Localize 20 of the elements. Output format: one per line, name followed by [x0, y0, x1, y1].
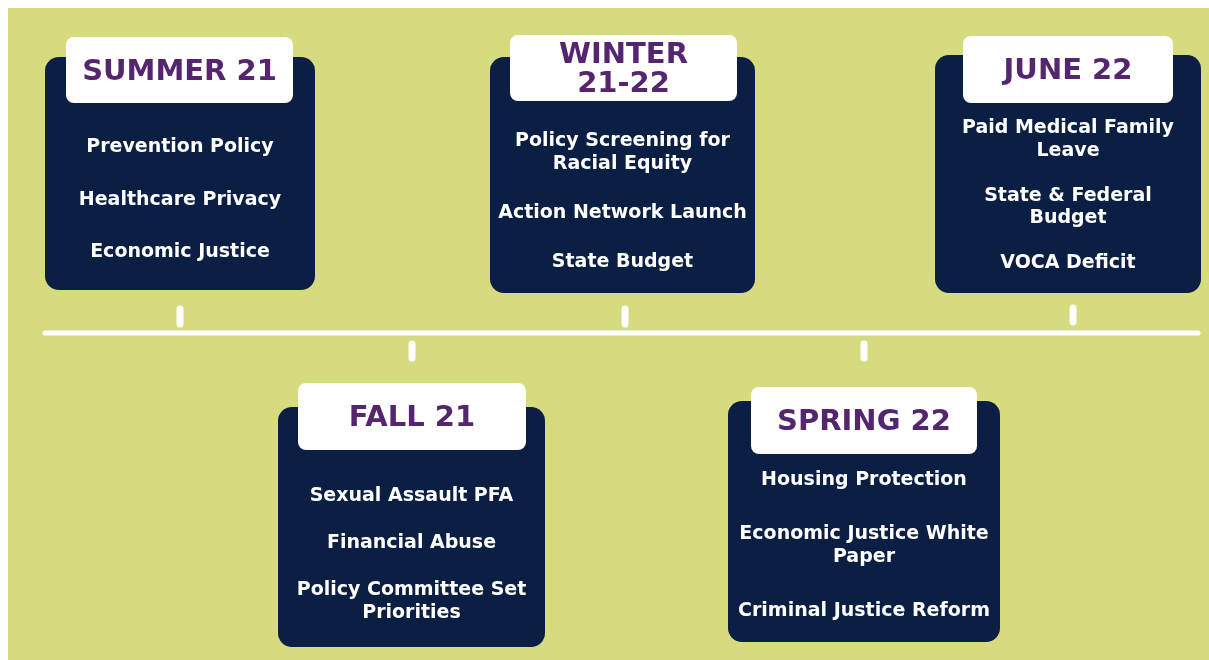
- topic-text: Criminal Justice Reform: [738, 598, 990, 622]
- topic-text: Paid Medical Family Leave: [961, 115, 1175, 161]
- topic-text: Economic Justice: [90, 239, 270, 263]
- period-heading: WINTER 21-22: [510, 35, 737, 101]
- period-heading: SPRING 22: [751, 387, 977, 454]
- topic-text: Financial Abuse: [326, 530, 497, 553]
- period-heading: SUMMER 21: [66, 37, 293, 103]
- topic-text: Policy Committee Set Priorities: [295, 577, 528, 623]
- topic-text: Economic Justice White Paper: [738, 521, 990, 567]
- topic-text: VOCA Deficit: [1000, 250, 1136, 273]
- topic-text: Prevention Policy: [86, 133, 274, 157]
- period-heading: FALL 21: [298, 383, 526, 450]
- topic-text: Sexual Assault PFA: [309, 483, 514, 506]
- topic-text: State & Federal Budget: [983, 182, 1153, 229]
- topic-text: Action Network Launch: [498, 200, 747, 223]
- topic-text: Housing Protection: [761, 466, 967, 490]
- topic-text: Healthcare Privacy: [78, 186, 282, 210]
- period-heading: JUNE 22: [963, 36, 1173, 103]
- topic-text: Policy Screening for Racial Equity: [514, 128, 731, 174]
- topic-text: State Budget: [551, 249, 694, 272]
